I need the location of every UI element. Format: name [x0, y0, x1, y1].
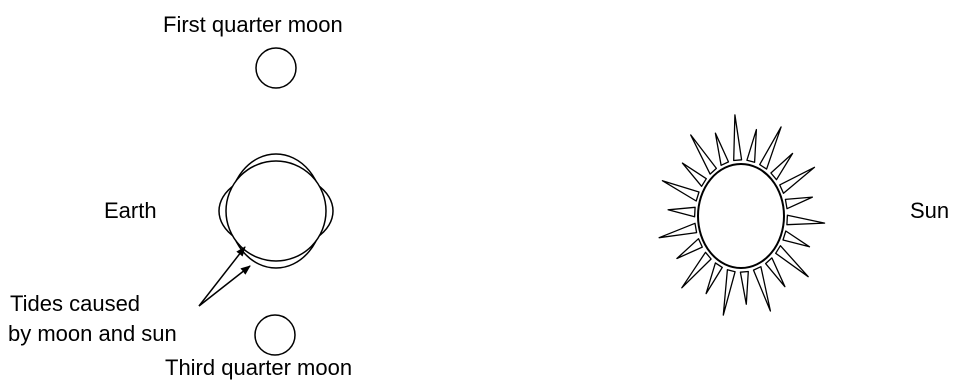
sun [659, 115, 825, 315]
first-quarter-moon-label: First quarter moon [163, 12, 343, 38]
sun-ray [783, 231, 810, 247]
sun-ray [740, 272, 748, 305]
sun-ray [754, 267, 771, 311]
earth-label: Earth [104, 198, 157, 224]
third-quarter-moon-label: Third quarter moon [165, 355, 352, 381]
tides-label-line-2: by moon and sun [8, 321, 177, 347]
sun-ray [766, 258, 785, 287]
sun-ray [662, 181, 699, 201]
sun-label: Sun [910, 198, 949, 224]
sun-ray [760, 127, 781, 169]
sun-ray [787, 215, 825, 225]
third-quarter-moon [255, 315, 295, 355]
tide-arrow-upper [199, 247, 245, 306]
sun-ray [682, 163, 706, 186]
sun-ray [776, 246, 809, 277]
sun-ray [715, 133, 728, 165]
tides-label-line-1: Tides caused [10, 291, 140, 317]
sun-ray [668, 207, 695, 217]
sun-ray [780, 167, 815, 193]
sun-disk [698, 164, 784, 268]
earth [226, 161, 326, 261]
sun-ray [747, 130, 757, 163]
sun-ray [771, 153, 793, 179]
sun-ray [785, 197, 812, 209]
sun-ray [706, 263, 722, 294]
sun-ray [691, 135, 717, 174]
sun-ray [659, 223, 697, 237]
sun-ray [677, 239, 702, 259]
first-quarter-moon [256, 48, 296, 88]
earth-group [219, 154, 333, 268]
sun-ray [734, 115, 742, 161]
sun-ray [723, 270, 735, 315]
sun-ray [682, 252, 711, 287]
tide-arrow-lower [199, 266, 250, 306]
